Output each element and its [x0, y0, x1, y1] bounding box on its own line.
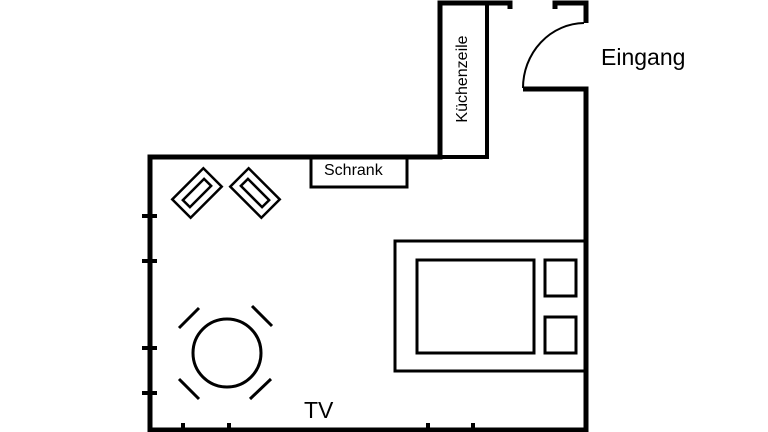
- armchair-right: [228, 166, 282, 220]
- entrance-wall-right: [552, 0, 589, 23]
- entrance-label: Eingang: [601, 44, 686, 70]
- wardrobe-label: Schrank: [324, 162, 383, 179]
- wardrobe: [309, 155, 409, 189]
- kitchen-label: Küchenzeile: [454, 35, 471, 123]
- door-swing: [522, 22, 585, 89]
- armchair-left: [170, 166, 224, 220]
- window-marks: [142, 214, 475, 432]
- dining-table: [177, 304, 274, 401]
- walls: [147, 0, 589, 432]
- tv-label: TV: [304, 397, 334, 423]
- bed: [393, 239, 587, 373]
- kitchen-counter: [438, 1, 489, 159]
